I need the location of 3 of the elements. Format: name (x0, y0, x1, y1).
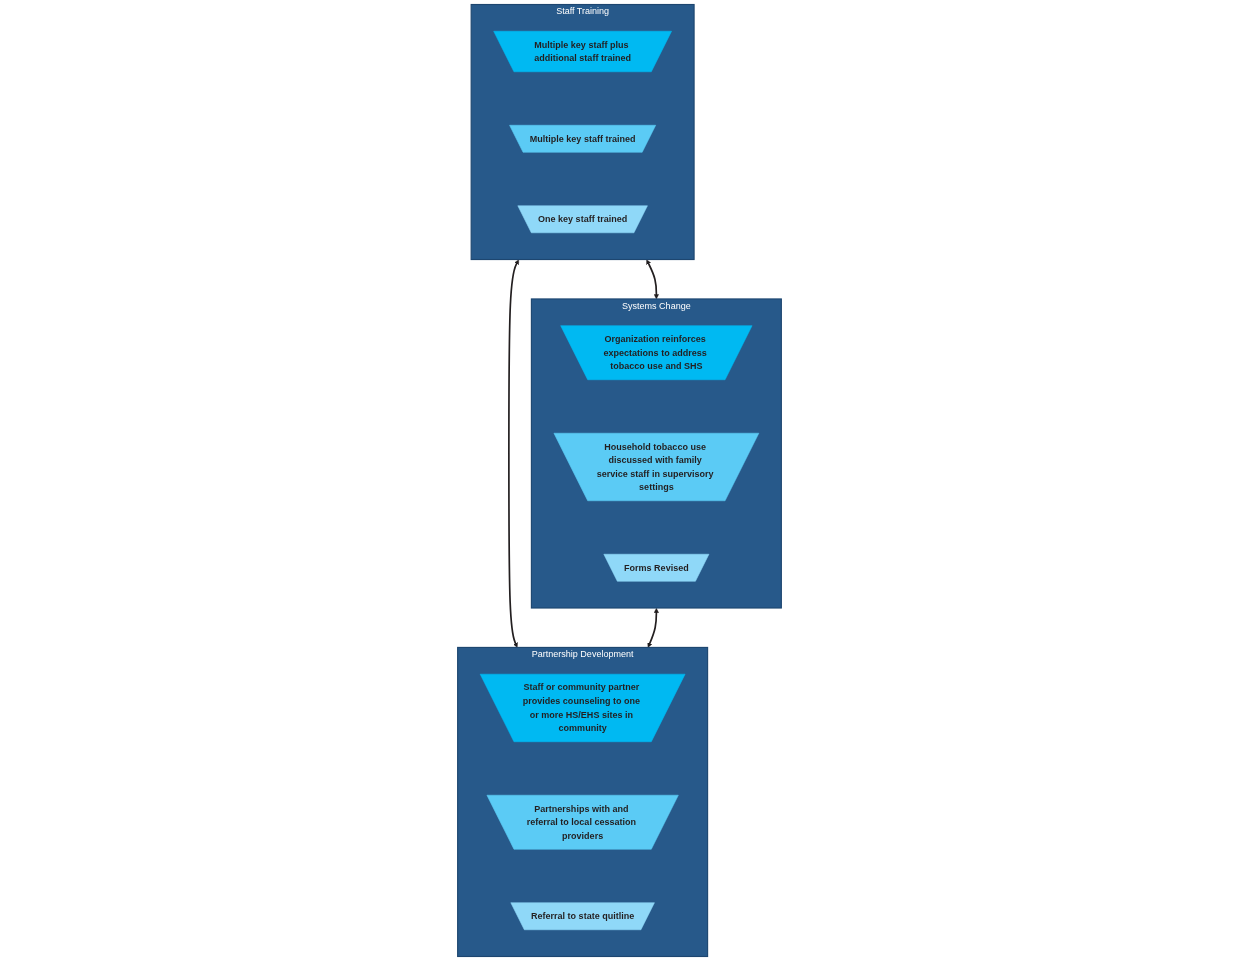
arrow (647, 608, 659, 648)
arrow (508, 259, 519, 648)
arrow (646, 259, 659, 300)
